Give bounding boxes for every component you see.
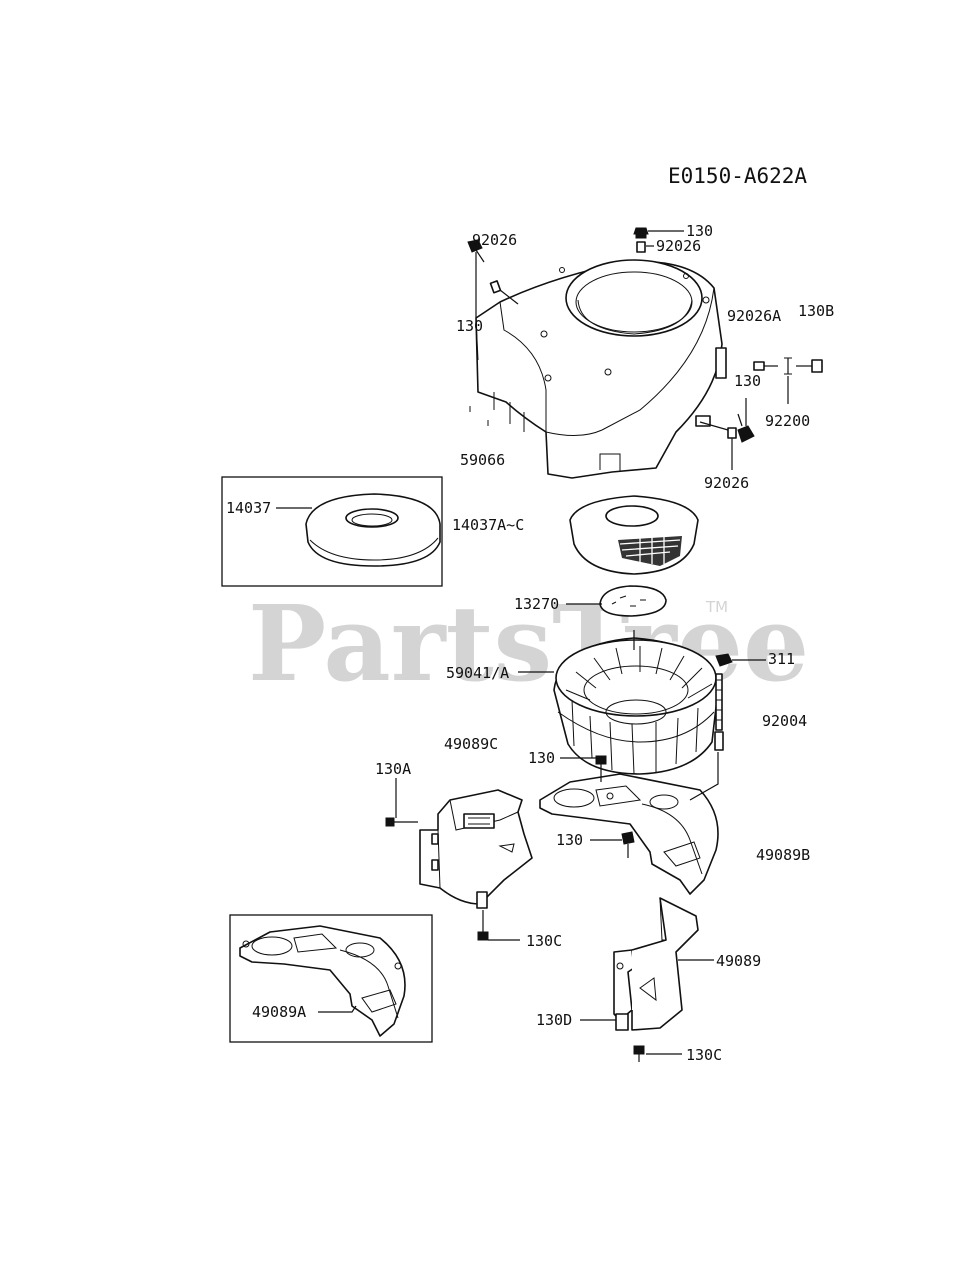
screen-14037A-part[interactable] — [569, 495, 699, 575]
label-49089[interactable]: 49089 — [716, 952, 761, 970]
part-labels: 130 92026 92026 130 92026A 130B 130 9220… — [226, 222, 834, 1064]
stud-92200[interactable] — [784, 357, 792, 375]
label-92200[interactable]: 92200 — [765, 412, 810, 430]
collar-92026-top[interactable] — [636, 241, 646, 253]
collar-92026-left[interactable] — [489, 280, 502, 294]
label-130-lower[interactable]: 130 — [556, 831, 583, 849]
label-130C-bottom[interactable]: 130C — [686, 1046, 722, 1064]
label-92026-left[interactable]: 92026 — [472, 231, 517, 249]
label-92026A[interactable]: 92026A — [727, 307, 781, 325]
baffle-49089-part[interactable] — [613, 897, 699, 1031]
bolt-130-left[interactable] — [467, 239, 485, 263]
label-130A[interactable]: 130A — [375, 760, 411, 778]
label-130-right[interactable]: 130 — [734, 372, 761, 390]
label-59041[interactable]: 59041/A — [446, 664, 509, 682]
baffle-49089A-part[interactable] — [239, 925, 406, 1037]
leader-lines — [276, 230, 789, 1055]
collar-92026-right[interactable] — [727, 427, 737, 439]
label-92026-top[interactable]: 92026 — [656, 237, 701, 255]
stud-92004[interactable] — [714, 673, 724, 751]
label-14037[interactable]: 14037 — [226, 499, 271, 517]
label-311[interactable]: 311 — [768, 650, 795, 668]
inset-box-14037 — [221, 476, 443, 587]
bolt-130-lower[interactable] — [621, 831, 635, 858]
label-130D[interactable]: 130D — [536, 1011, 572, 1029]
label-130-top[interactable]: 130 — [686, 222, 713, 240]
label-49089B[interactable]: 49089B — [756, 846, 810, 864]
label-92004[interactable]: 92004 — [762, 712, 807, 730]
baffle-49089C-part[interactable] — [419, 789, 533, 905]
bolt-130-right[interactable] — [737, 413, 755, 443]
watermark-trademark: TM — [705, 598, 728, 616]
cover-14037-part[interactable] — [305, 493, 441, 567]
collar-92026A[interactable] — [753, 361, 765, 371]
label-130C-left[interactable]: 130C — [526, 932, 562, 950]
label-130B[interactable]: 130B — [798, 302, 834, 320]
bolt-130-mid[interactable] — [595, 755, 607, 782]
flywheel-59041-part[interactable] — [553, 637, 719, 775]
label-130-mid[interactable]: 130 — [528, 749, 555, 767]
label-59066[interactable]: 59066 — [460, 451, 505, 469]
diagram-code: E0150-A622A — [668, 164, 807, 188]
inset-box-49089A — [229, 914, 433, 1043]
bolt-130C-left[interactable] — [476, 891, 489, 941]
label-49089C[interactable]: 49089C — [444, 735, 498, 753]
nut-311[interactable] — [715, 653, 733, 667]
bolt-130C-bottom[interactable] — [633, 1045, 645, 1062]
label-92026-right[interactable]: 92026 — [704, 474, 749, 492]
bolt-130B[interactable] — [796, 359, 823, 373]
bolt-130A[interactable] — [385, 817, 418, 827]
label-130-left[interactable]: 130 — [456, 317, 483, 335]
label-49089A[interactable]: 49089A — [252, 1003, 306, 1021]
plate-13270-part[interactable] — [599, 585, 667, 617]
bolt-130-top[interactable] — [633, 227, 649, 239]
label-13270[interactable]: 13270 — [514, 595, 559, 613]
baffle-49089B-part[interactable] — [539, 773, 719, 895]
blower-housing-part[interactable] — [469, 259, 727, 479]
label-14037A[interactable]: 14037A~C — [452, 516, 524, 534]
spacer-130D[interactable] — [615, 1013, 629, 1031]
